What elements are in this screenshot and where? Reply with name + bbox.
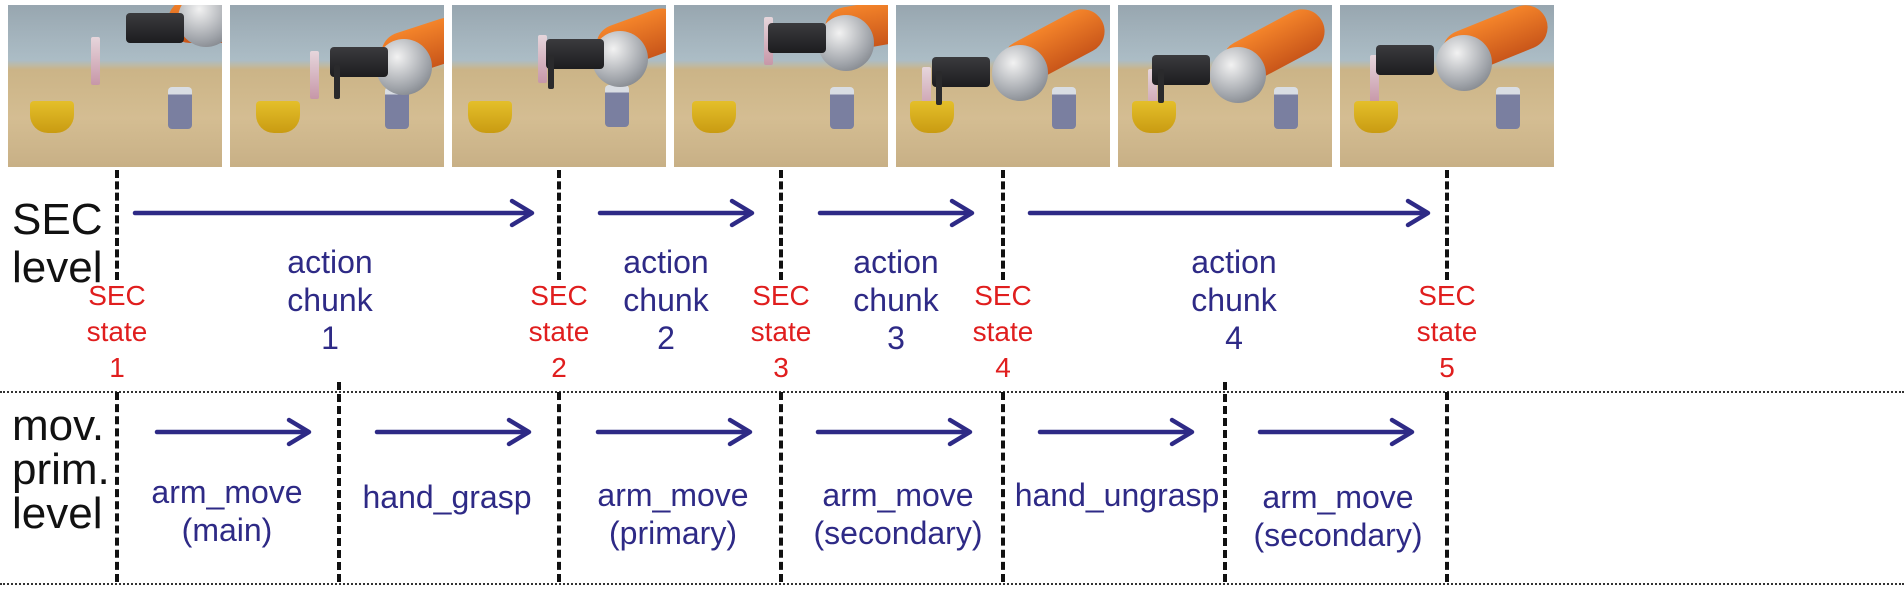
primitive-3: arm_move(primary)	[597, 477, 749, 551]
primitive-arrow-1	[154, 417, 312, 447]
sec-arrow-2	[597, 198, 755, 228]
primitive-4: arm_move(secondary)	[813, 477, 983, 551]
mov-prim-level-label: mov. prim. level	[12, 401, 110, 538]
video-frame-2	[230, 5, 444, 167]
video-frame-1	[8, 5, 222, 167]
sec-state-2-line	[557, 170, 561, 280]
video-frame-strip	[0, 0, 1904, 170]
primitive-boundary-line	[1223, 382, 1227, 582]
primitive-6: arm_move(secondary)	[1253, 479, 1423, 553]
primitive-1: arm_move(main)	[151, 474, 303, 548]
bottom-border	[0, 583, 1904, 585]
sec-state-5-line	[1445, 170, 1449, 280]
primitive-boundary-line	[337, 382, 341, 582]
primitive-arrow-3	[595, 417, 753, 447]
sec-state-3-line-lower	[779, 392, 783, 582]
video-frame-4	[674, 5, 888, 167]
level-divider	[0, 391, 1904, 393]
sec-state-2-line-lower	[557, 392, 561, 582]
primitive-5: hand_ungrasp	[1014, 477, 1220, 513]
sec-state-1-line-lower	[115, 392, 119, 582]
primitive-arrow-6	[1257, 417, 1415, 447]
video-frame-6	[1118, 5, 1332, 167]
sec-arrow-1	[132, 198, 535, 228]
sec-level-label: SEC level	[12, 195, 103, 292]
primitive-2: hand_grasp	[362, 479, 532, 515]
primitive-arrow-5	[1037, 417, 1195, 447]
sec-state-4-line-lower	[1001, 392, 1005, 582]
video-frame-3	[452, 5, 666, 167]
primitive-arrow-2	[374, 417, 532, 447]
sec-state-5-line-lower	[1445, 392, 1449, 582]
sec-state-4-line	[1001, 170, 1005, 280]
video-frame-5	[896, 5, 1110, 167]
sec-state-3-line	[779, 170, 783, 280]
sec-state-1-line	[115, 170, 119, 280]
primitive-arrow-4	[815, 417, 973, 447]
sec-arrow-3	[817, 198, 975, 228]
sec-arrow-4	[1027, 198, 1431, 228]
video-frame-7	[1340, 5, 1554, 167]
